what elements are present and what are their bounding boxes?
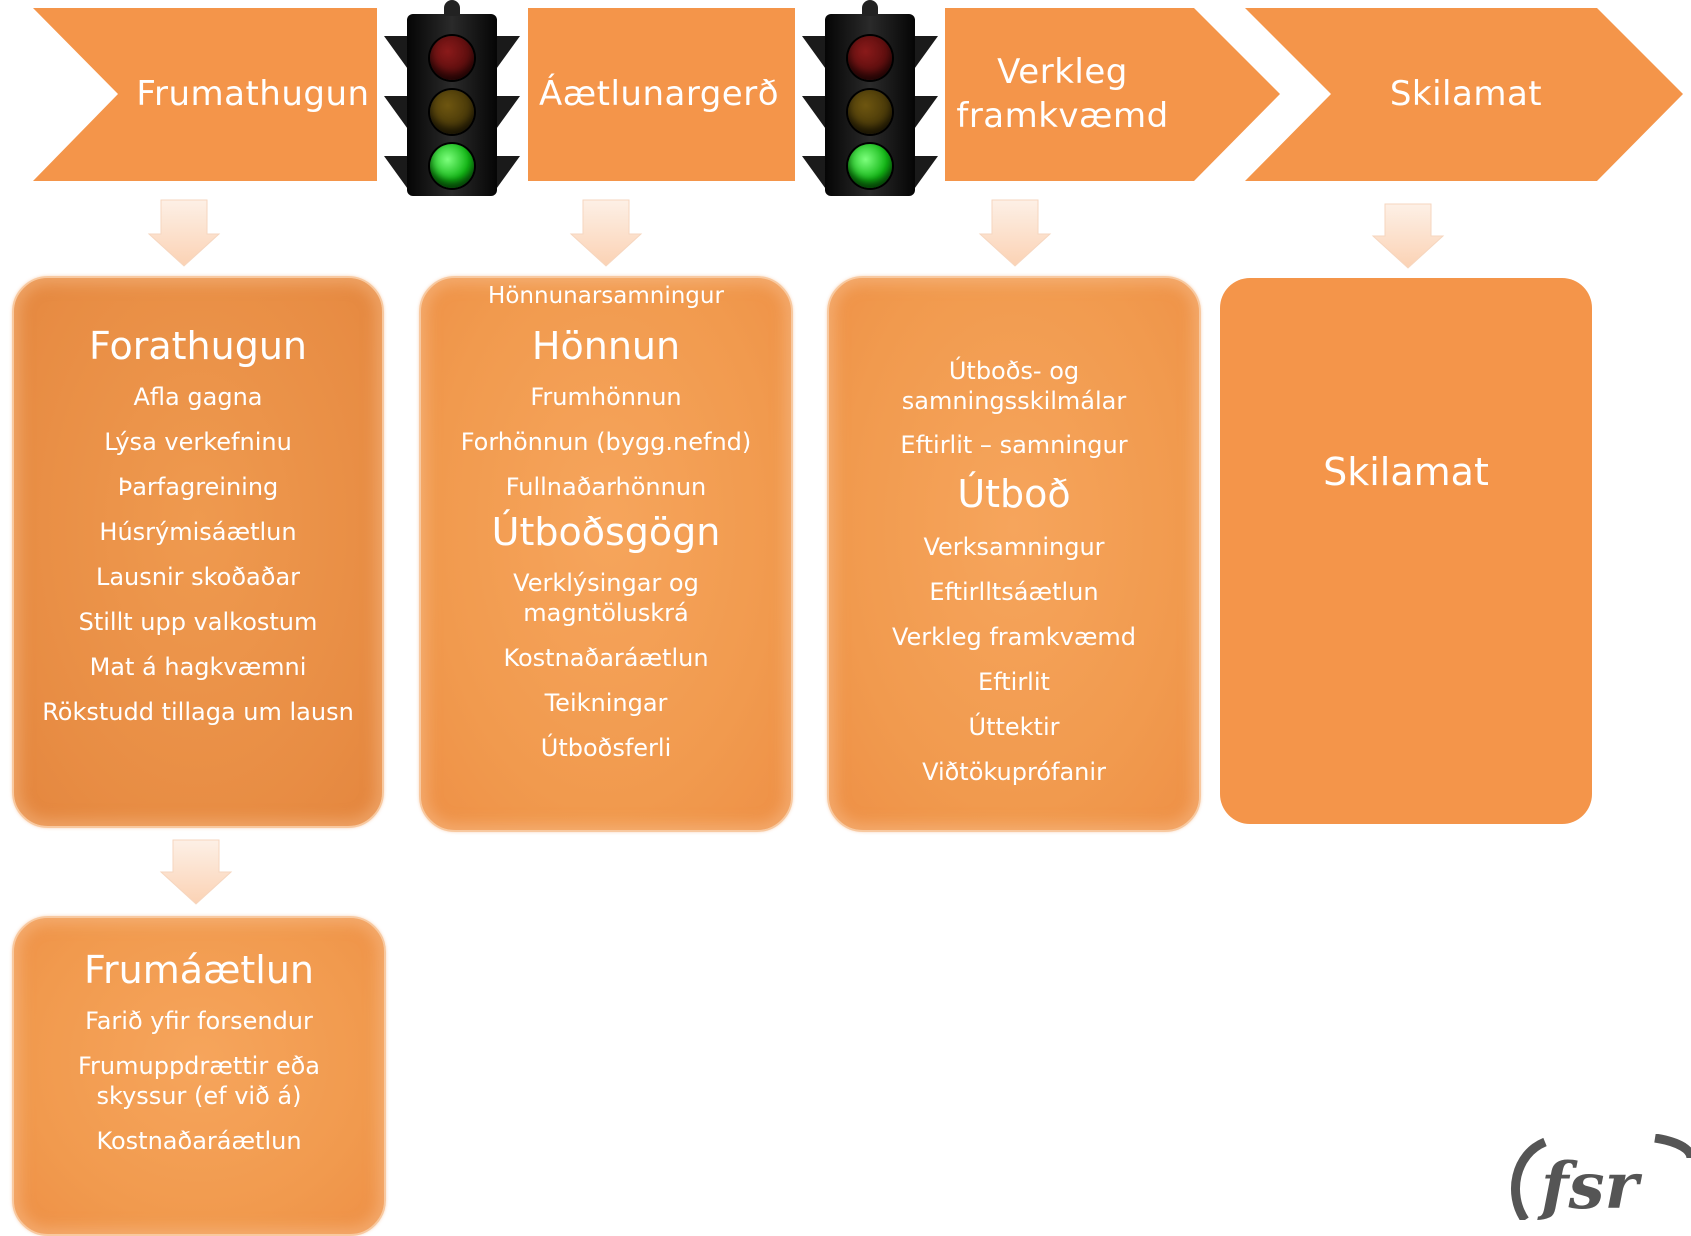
list-item: Frumhönnun	[530, 383, 682, 411]
list-item: Lýsa verkefninu	[104, 428, 292, 456]
list-item: Afla gagna	[133, 383, 263, 411]
box-skilamat: Skilamat	[1220, 278, 1592, 824]
green-lamp-icon	[848, 144, 892, 188]
traffic-light-housing	[825, 0, 915, 196]
box-title: Skilamat	[1323, 450, 1489, 494]
phase-label-aaetlunargerd: Áætlunargerð	[538, 74, 779, 114]
list-item: skyssur (ef við á)	[96, 1082, 302, 1110]
list-item: Farið yfir forsendur	[85, 1007, 313, 1035]
box-forathugun: Forathugun Afla gagna Lýsa verkefninu Þa…	[12, 276, 384, 828]
list-item: Eftirlltsáætlun	[929, 578, 1099, 606]
fsr-logo: fsr	[1505, 1133, 1691, 1224]
box-title: Frumáætlun	[83, 948, 315, 992]
traffic-light-cap	[444, 0, 460, 16]
down-arrow-icon	[147, 199, 221, 267]
list-item: Stillt upp valkostum	[78, 608, 318, 636]
traffic-light-housing	[407, 0, 497, 196]
list-item: Rökstudd tillaga um lausn	[42, 698, 354, 726]
list-item: Eftirlit – samningur	[900, 431, 1128, 459]
fsr-logo-graphic: fsr	[1510, 1133, 1691, 1224]
list-item: magntöluskrá	[523, 599, 689, 627]
phase-label-verkleg: Verkleg framkvæmd	[950, 48, 1175, 140]
traffic-light-visor	[494, 96, 520, 132]
list-item: Forhönnun (bygg.nefnd)	[460, 428, 752, 456]
green-lamp-icon	[430, 144, 474, 188]
box-frumaaetlun: Frumáætlun Farið yfir forsendur Frumuppd…	[12, 916, 386, 1236]
amber-lamp-icon	[848, 90, 892, 134]
phase-label-verkleg-line1: Verkleg	[997, 52, 1128, 92]
list-item: Kostnaðaráætlun	[96, 1127, 302, 1155]
list-item: Viðtökuprófanir	[922, 758, 1106, 786]
chevron-verkleg	[945, 8, 1280, 181]
amber-lamp-icon	[430, 90, 474, 134]
chevron-aaetlunargerd	[528, 8, 795, 181]
chevron-skilamat	[1245, 8, 1683, 181]
traffic-light-visor	[912, 36, 938, 72]
traffic-light-visor	[912, 156, 938, 192]
list-item: Þarfagreining	[117, 473, 279, 501]
list-item: Mat á hagkvæmni	[89, 653, 307, 681]
traffic-light-visor	[494, 156, 520, 192]
list-item: samningsskilmálar	[901, 387, 1127, 415]
box-title: Útboð	[957, 472, 1071, 516]
box-top-label: Hönnunarsamningur	[488, 283, 724, 309]
down-arrow-icon	[569, 199, 643, 267]
traffic-light-cap	[862, 0, 878, 16]
chevron-frumathugun	[33, 8, 377, 181]
phase-label-skilamat: Skilamat	[1389, 74, 1543, 114]
traffic-light-icon	[800, 0, 940, 196]
down-arrow-icon	[159, 839, 233, 905]
list-item: Verklýsingar og	[513, 569, 699, 597]
list-item: Úttektir	[968, 713, 1060, 741]
box-title: Forathugun	[88, 324, 308, 368]
list-item: Eftirlit	[978, 668, 1050, 696]
list-item: Útboðsferli	[540, 734, 672, 762]
red-lamp-icon	[848, 36, 892, 80]
down-arrow-icon	[978, 199, 1052, 267]
list-item: Fullnaðarhönnun	[505, 473, 707, 501]
list-item: Lausnir skoðaðar	[95, 563, 301, 591]
list-item: Verksamningur	[923, 533, 1105, 561]
phase-label-frumathugun: Frumathugun	[136, 74, 370, 114]
phase-label-verkleg-line2: framkvæmd	[956, 96, 1169, 136]
list-item: Teikningar	[544, 689, 668, 717]
fsr-logo-text: fsr	[1537, 1149, 1643, 1220]
traffic-light-visor	[494, 36, 520, 72]
box-honnun: Hönnunarsamningur Hönnun Frumhönnun Forh…	[419, 276, 793, 832]
list-item: Frumuppdrættir eða	[77, 1052, 320, 1080]
down-arrow-icon	[1371, 203, 1445, 269]
traffic-light-icon	[382, 0, 522, 196]
list-item: Verkleg framkvæmd	[891, 623, 1137, 651]
list-item: Útboðs- og	[948, 357, 1080, 385]
box-title: Hönnun	[531, 324, 681, 368]
red-lamp-icon	[430, 36, 474, 80]
box-utbod: Útboðs- og samningsskilmálar Eftirlit – …	[827, 276, 1201, 832]
list-item: Kostnaðaráætlun	[503, 644, 709, 672]
traffic-light-visor	[912, 96, 938, 132]
list-item: Húsrýmisáætlun	[99, 518, 297, 546]
box-subtitle: Útboðsgögn	[491, 510, 721, 554]
